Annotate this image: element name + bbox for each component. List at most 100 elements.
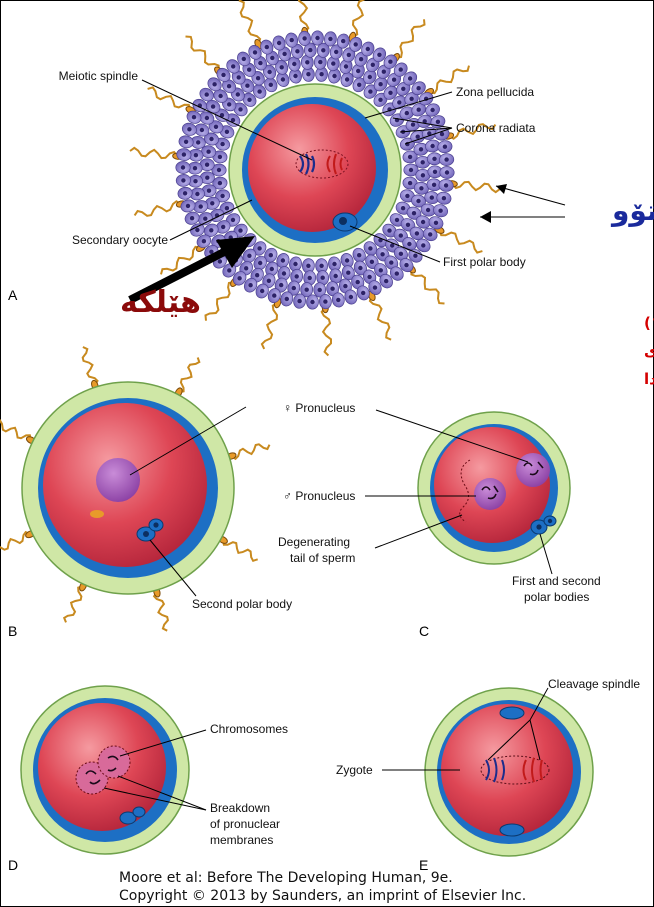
corona-cell-nucleus: [205, 92, 209, 96]
corona-cell-nucleus: [192, 115, 196, 119]
sperm-tail: [231, 444, 269, 459]
corona-cell-nucleus: [181, 178, 185, 182]
corona-cell-nucleus: [269, 83, 273, 87]
corona-cell-nucleus: [370, 260, 374, 264]
corona-cell-nucleus: [416, 135, 420, 139]
sperm-tail: [411, 269, 444, 304]
corona-cell-nucleus: [281, 77, 285, 81]
corona-cell-nucleus: [181, 165, 185, 169]
corona-cell-nucleus: [368, 246, 372, 250]
sperm-arrowhead-1: [496, 184, 507, 194]
polar-body-nucleus-a: [339, 217, 347, 225]
corona-cell-nucleus: [193, 166, 197, 170]
kurdish-egg-label: هێلکە: [120, 285, 201, 320]
corona-cell-nucleus: [417, 108, 421, 112]
corona-cell-nucleus: [378, 82, 382, 86]
panel-e: Cleavage spindle Zygote E: [336, 677, 640, 873]
corona-cell-nucleus: [205, 163, 209, 167]
corona-cell-nucleus: [220, 142, 224, 146]
corona-cell-nucleus: [388, 91, 392, 95]
sperm-tail: [262, 303, 278, 349]
corona-cell-nucleus: [436, 120, 440, 124]
corona-cell-nucleus: [207, 189, 211, 193]
corona-cell-nucleus: [361, 291, 365, 295]
corona-cell-nucleus: [389, 260, 393, 264]
corona-cell-nucleus: [267, 70, 271, 74]
corona-cell-nucleus: [183, 191, 187, 195]
corona-cell-nucleus: [406, 223, 410, 227]
male-pronucleus: [474, 478, 506, 510]
corona-cell-nucleus: [221, 225, 225, 229]
corona-cell-nucleus: [399, 67, 403, 71]
sperm-tail: [64, 586, 83, 622]
corona-cell-nucleus: [214, 125, 218, 129]
corona-cell-nucleus: [392, 78, 396, 82]
corona-cell-nucleus: [186, 204, 190, 208]
corona-cell-nucleus: [384, 279, 388, 283]
corona-cell-nucleus: [416, 199, 420, 203]
corona-cell-nucleus: [319, 72, 323, 76]
corona-cell-nucleus: [334, 50, 338, 54]
sperm-tail: [439, 230, 482, 253]
label-chromosomes: Chromosomes: [210, 722, 288, 736]
corona-cell-nucleus: [238, 228, 242, 232]
corona-cell-nucleus: [438, 209, 442, 213]
corona-cell-nucleus: [368, 89, 372, 93]
corona-cell-nucleus: [408, 181, 412, 185]
label-polar-bodies-line2: polar bodies: [524, 590, 589, 604]
sperm-tail: [352, 0, 368, 37]
corona-cell-nucleus: [356, 280, 360, 284]
corona-cell-nucleus: [426, 208, 430, 212]
corona-cell-nucleus: [341, 39, 345, 43]
panel-letter-c: C: [419, 623, 429, 639]
corona-cell-nucleus: [407, 242, 411, 246]
corona-cell-nucleus: [255, 273, 259, 277]
label-breakdown-line1: Breakdown: [210, 801, 270, 815]
corona-cell-nucleus: [247, 98, 251, 102]
label-polar-bodies-line1: First and second: [512, 574, 601, 588]
corona-cell-nucleus: [419, 147, 423, 151]
corona-cell-nucleus: [401, 206, 405, 210]
label-second-polar-body: Second polar body: [192, 597, 292, 611]
corona-cell-nucleus: [349, 295, 353, 299]
corona-cell-nucleus: [295, 49, 299, 53]
corona-cell-nucleus: [356, 69, 360, 73]
corona-cell-nucleus: [306, 264, 310, 268]
corona-cell-nucleus: [346, 271, 350, 275]
corona-cell-nucleus: [211, 104, 215, 108]
corona-cell-nucleus: [399, 252, 403, 256]
corona-cell-nucleus: [258, 261, 262, 265]
corona-cell-nucleus: [308, 276, 312, 280]
corona-cell-nucleus: [373, 285, 377, 289]
corona-cell-nucleus: [315, 36, 319, 40]
corona-cell-nucleus: [237, 75, 241, 79]
sperm-arrowhead-2: [480, 211, 491, 223]
corona-cell-nucleus: [421, 220, 425, 224]
corona-cell-nucleus: [190, 216, 194, 220]
corona-cell-nucleus: [445, 170, 449, 174]
corona-cell-nucleus: [433, 170, 437, 174]
sperm-tail: [154, 592, 168, 631]
corona-cell-nucleus: [332, 262, 336, 266]
corona-cell-nucleus: [330, 287, 334, 291]
corona-cell-nucleus: [292, 286, 296, 290]
corona-cell-nucleus: [231, 64, 235, 68]
corona-cell-nucleus: [285, 297, 289, 301]
corona-cell-nucleus: [236, 92, 240, 96]
corona-cell-nucleus: [415, 231, 419, 235]
corona-cell-nucleus: [388, 60, 392, 64]
corona-cell-nucleus: [227, 84, 231, 88]
corona-cell-nucleus: [199, 204, 203, 208]
corona-cell-nucleus: [206, 150, 210, 154]
corona-cell-nucleus: [408, 155, 412, 159]
corona-cell-nucleus: [328, 37, 332, 41]
corona-cell-nucleus: [357, 253, 361, 257]
corona-cell-nucleus: [432, 183, 436, 187]
corona-cell-nucleus: [217, 168, 221, 172]
corona-cell-nucleus: [366, 47, 370, 51]
corona-cell-nucleus: [293, 74, 297, 78]
corona-cell-nucleus: [430, 195, 434, 199]
sperm-tail: [135, 201, 182, 216]
female-pronucleus: [516, 453, 550, 487]
corona-cell-nucleus: [395, 271, 399, 275]
